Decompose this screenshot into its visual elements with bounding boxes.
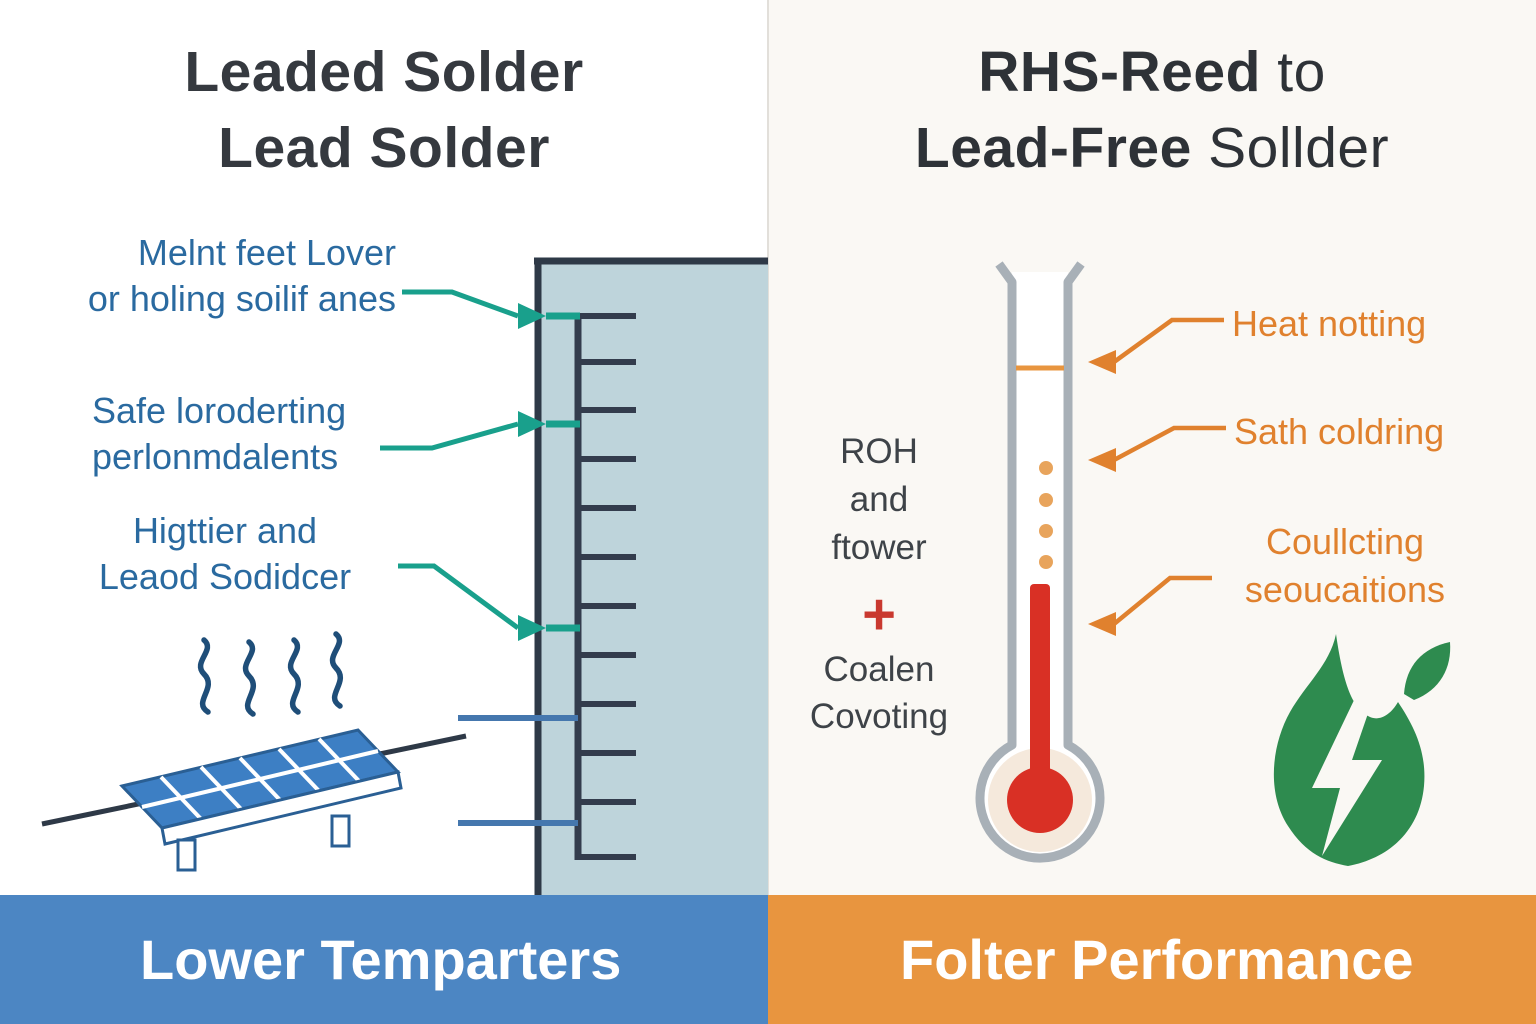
right-title-line1-bold: RHS-Reed — [978, 40, 1261, 104]
coating-line: Coalen — [823, 650, 935, 689]
label-line: Higttier and — [132, 510, 318, 551]
orange-callout-arrows — [1088, 317, 1226, 636]
label-line: Leaod Sodidcer — [98, 556, 352, 597]
rohs-line: ROH — [840, 432, 918, 471]
panel-front-edge — [160, 770, 403, 846]
arrowhead-icon — [518, 303, 546, 329]
arrowhead-icon — [1088, 350, 1116, 374]
banner-text: Lower Temparters — [140, 928, 622, 991]
rohs-text-block: ROH and ftower — [788, 428, 970, 572]
arrow-bath-icon — [1112, 425, 1226, 462]
panel-grid — [141, 737, 379, 821]
left-title-line2: Lead Solder — [218, 116, 550, 180]
panel-fill — [538, 261, 768, 895]
right-title-line2-rest: Sollder — [1208, 116, 1390, 180]
right-title-line1: RHS-Reed to — [768, 34, 1536, 110]
label-line: or holing soilif anes — [87, 278, 396, 319]
tick-marks — [578, 313, 636, 860]
arrow-safe-icon — [380, 421, 519, 451]
right-title: RHS-Reed to Lead-Free Sollder — [768, 34, 1536, 186]
plus-sign: + — [862, 582, 896, 647]
left-title: Leaded Solder Lead Solder — [0, 34, 768, 186]
arrow-melt-icon — [402, 289, 519, 319]
banner-text: Folter Performance — [900, 928, 1414, 991]
right-title-line1-rest: to — [1277, 40, 1326, 104]
mercury-bulb — [1007, 767, 1073, 833]
thermometer-icon — [975, 261, 1105, 863]
panel-leg — [330, 814, 351, 848]
label-higher-lead: Higttier and Leaod Sodidcer — [76, 508, 374, 600]
mercury-column — [1030, 584, 1050, 784]
thermometer-outline — [975, 261, 1105, 863]
label-line: Safe loroderting — [92, 390, 347, 431]
label-line: Coullcting — [1265, 521, 1425, 562]
arrowhead-icon — [1088, 448, 1116, 472]
flame-icon — [1273, 634, 1451, 866]
arrowhead-icon — [518, 615, 546, 641]
label-line: perlonmdalents — [92, 436, 339, 477]
arrow-cooling-icon — [1112, 575, 1212, 626]
arrowhead-icon — [1088, 612, 1116, 636]
flame-leaf — [1404, 642, 1451, 700]
left-title-line1: Leaded Solder — [184, 40, 584, 104]
coating-text-block: Coalen Covoting — [778, 646, 980, 740]
lightning-bolt-icon — [1312, 696, 1382, 856]
label-bath-cooling: Sath coldring — [1234, 411, 1445, 452]
label-safe-soldering: Safe loroderting perlonmdalents — [92, 388, 402, 480]
arrowhead-icon — [518, 411, 546, 437]
measurement-panel — [458, 257, 768, 895]
right-title-line2: Lead-Free Sollder — [768, 110, 1536, 186]
arrow-heat-icon — [1112, 317, 1224, 364]
solar-panel-icon — [41, 728, 467, 872]
right-title-line2-bold: Lead-Free — [914, 116, 1192, 180]
rohs-line: ftower — [831, 528, 927, 567]
label-line: Melnt feet Lover — [137, 232, 396, 273]
scale-dots — [1039, 461, 1053, 569]
label-cooling-specifications: Coullcting seoucaitions — [1216, 518, 1474, 614]
banner-better-performance: Folter Performance — [768, 895, 1536, 1024]
label-heat: Heat notting — [1232, 303, 1427, 344]
arrow-higher-icon — [398, 563, 520, 631]
label-line: seoucaitions — [1244, 569, 1446, 610]
rohs-line: and — [849, 480, 909, 519]
coating-line: Covoting — [809, 697, 949, 736]
panel-leg — [176, 838, 197, 872]
teal-callout-arrows — [380, 289, 580, 641]
banner-lower-temperatures: Lower Temparters — [0, 895, 768, 1024]
blue-connector-lines — [458, 715, 578, 826]
heat-waves-icon — [197, 631, 344, 717]
label-melting-point: Melnt feet Lover or holing soilif anes — [44, 230, 396, 322]
